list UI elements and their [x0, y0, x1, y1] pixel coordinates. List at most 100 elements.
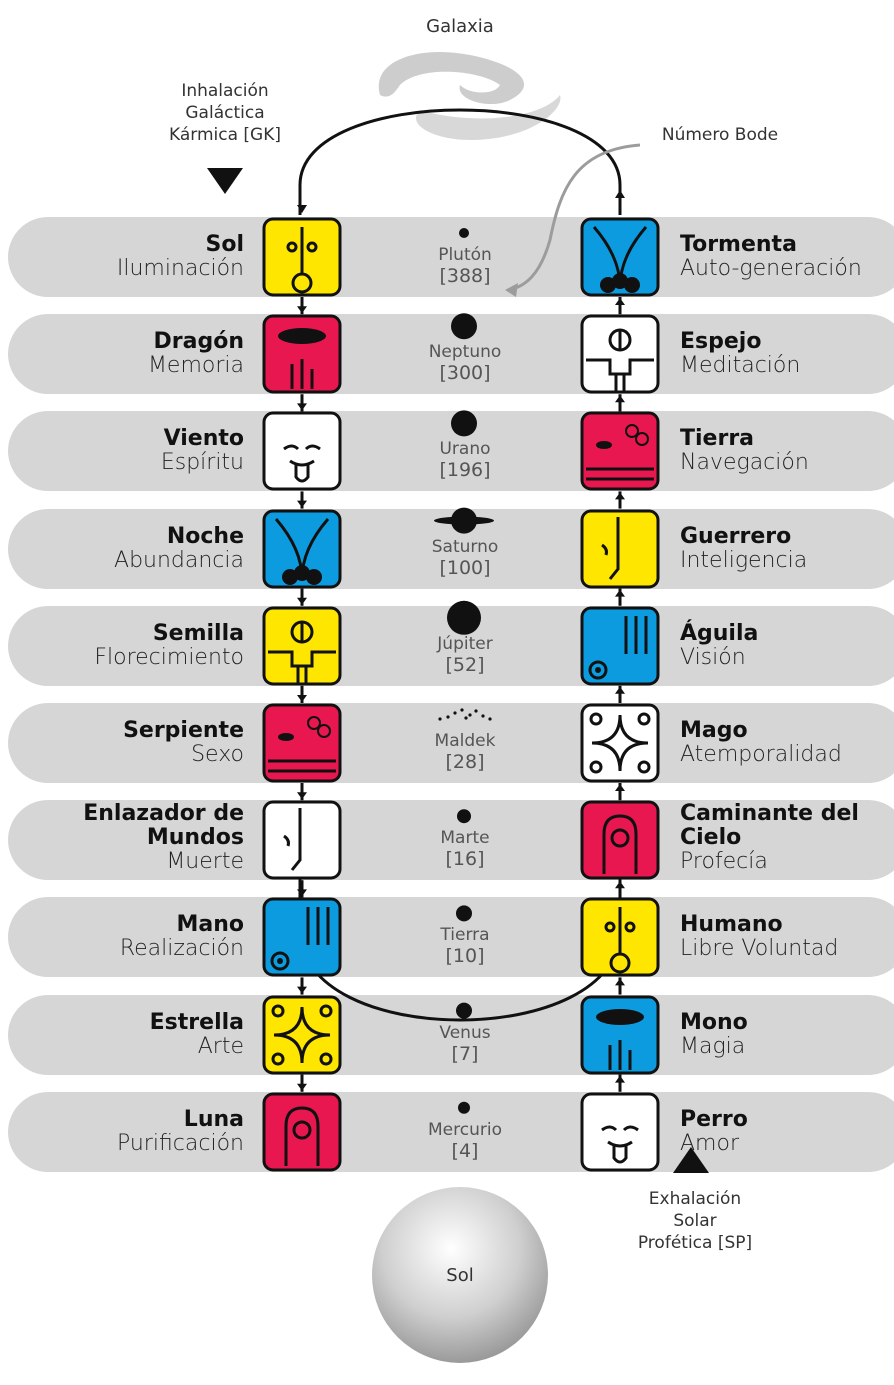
tribe-meaning: Visión: [680, 644, 746, 670]
tribe-name: Mono: [680, 1009, 748, 1035]
row-band: [8, 897, 894, 978]
glyph-mago-icon: [580, 703, 660, 783]
glyph-tormenta-icon: [580, 217, 660, 297]
tribe-meaning: Muerte: [166, 849, 244, 875]
bode-number: [28]: [445, 751, 485, 773]
planet-label: Maldek[28]: [405, 731, 525, 773]
bode-number: [196]: [439, 459, 491, 482]
planet-name: Venus: [439, 1022, 491, 1043]
glyph-sol-icon: [262, 217, 342, 297]
triangle-up-icon: [673, 1147, 709, 1173]
planet-name: Neptuno: [428, 342, 502, 363]
tribe-name: Sol: [205, 232, 245, 257]
right-flow-label: Exhalación Solar Profética [SP]: [637, 1189, 753, 1253]
planet-label: Júpiter[52]: [405, 634, 525, 676]
glyph-humano-icon: [580, 897, 660, 977]
row-band: [8, 994, 894, 1075]
row-band: [8, 314, 894, 395]
bode-number: [7]: [451, 1042, 479, 1065]
bode-number: [100]: [439, 556, 491, 579]
row-band: [8, 411, 894, 492]
bode-number: [10]: [445, 945, 485, 968]
row-band: [8, 703, 894, 783]
tribe-meaning: Meditación: [680, 353, 801, 379]
galaxy-swirl-icon: [378, 51, 561, 140]
glyph-mono-icon: [580, 995, 660, 1075]
tribe-name: Noche: [166, 523, 244, 549]
asteroid-dust-icon: [438, 708, 492, 721]
row-band: [8, 217, 894, 297]
tribe-meaning: Memoria: [147, 353, 244, 379]
row-band: [8, 1091, 894, 1172]
tribe-meaning: Espíritu: [160, 450, 244, 476]
glyph-caminante-del-cielo-icon: [580, 800, 660, 880]
glyph-luna-icon: [262, 1092, 342, 1172]
glyph-águila-icon: [580, 606, 660, 686]
planet-dot-icon: [459, 228, 469, 238]
tribe-meaning: Profecía: [680, 849, 768, 875]
sun-label: Sol: [446, 1265, 474, 1286]
tribe-meaning: Iluminación: [116, 256, 244, 281]
planet-label: Tierra[10]: [405, 925, 525, 967]
tribe-meaning: Sexo: [191, 742, 244, 767]
tribe-name: Humano: [680, 912, 783, 938]
planet-name: Tierra: [440, 925, 490, 946]
glyph-semilla-icon: [262, 606, 342, 686]
planet-name: Saturno: [431, 536, 499, 557]
glyph-viento-icon: [262, 411, 342, 491]
tribe-meaning: Navegación: [680, 450, 809, 476]
planet-dot-icon: [457, 809, 471, 824]
tribe-name: Caminante del Cielo: [680, 801, 859, 851]
tribe-meaning: Atemporalidad: [680, 742, 842, 767]
glyph-tierra-icon: [580, 411, 660, 491]
planet-name: Júpiter: [437, 633, 493, 654]
glyph-estrella-icon: [262, 995, 342, 1075]
planet-dot-icon: [451, 313, 477, 340]
planet-name: Mercurio: [428, 1119, 502, 1140]
tribe-name: Estrella: [149, 1009, 244, 1035]
tribe-name: Mago: [680, 718, 748, 743]
saturn-ring-icon: [434, 516, 494, 525]
planet-label: Neptuno[300]: [405, 342, 525, 384]
glyph-enlazador-de-mundos-icon: [262, 800, 342, 880]
planet-dot-icon: [447, 600, 481, 635]
tribe-name: Enlazador de Mundos: [83, 801, 244, 851]
tribe-name: Tormenta: [680, 232, 797, 257]
sun-sphere: [372, 1187, 548, 1363]
bode-number: [52]: [445, 653, 485, 676]
tribe-name: Águila: [680, 620, 759, 646]
tribe-name: Tierra: [680, 426, 755, 452]
bode-number: [16]: [445, 848, 485, 871]
galaxy-label: Galaxia: [426, 16, 494, 37]
planet-label: Mercurio[4]: [405, 1120, 525, 1162]
planet-label: Marte[16]: [405, 828, 525, 870]
planet-name: Marte: [440, 828, 490, 849]
planet-name: Plutón: [438, 245, 492, 265]
glyph-dragón-icon: [262, 314, 342, 394]
tribe-meaning: Arte: [197, 1033, 244, 1059]
planet-dot-icon: [456, 1002, 472, 1019]
planet-label: Venus[7]: [405, 1023, 525, 1065]
tribe-name: Perro: [680, 1106, 748, 1132]
tribe-name: Serpiente: [123, 718, 244, 743]
tribe-name: Viento: [163, 426, 244, 452]
row-band: [8, 800, 894, 881]
glyph-perro-icon: [580, 1092, 660, 1172]
